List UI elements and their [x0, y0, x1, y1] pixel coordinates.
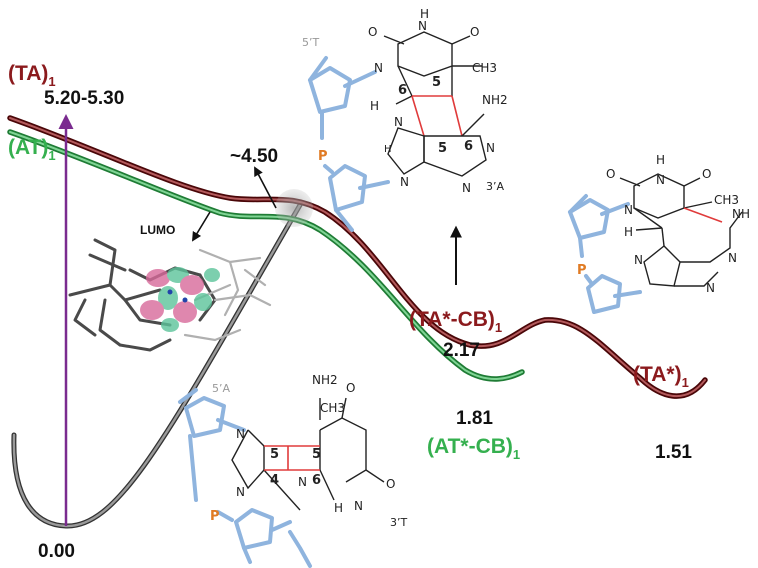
top-phosphate-atom: P: [318, 149, 328, 164]
svg-text:CH3: CH3: [714, 193, 739, 207]
svg-text:5: 5: [438, 141, 447, 156]
svg-text:O: O: [346, 381, 355, 395]
svg-text:P: P: [577, 263, 587, 278]
svg-text:O: O: [702, 167, 711, 181]
svg-text:P: P: [210, 509, 220, 524]
ta-cb-structure: 5’T P 3’A N H O O N CH3 H: [302, 7, 508, 232]
svg-text:N: N: [462, 181, 471, 195]
lumo-label: LUMO: [140, 223, 175, 237]
ci-energy-label: ~4.50: [230, 146, 278, 167]
svg-text:N: N: [374, 61, 383, 75]
at1-excited-state-curve: [7, 129, 525, 382]
svg-text:(AT)1: (AT)1: [8, 136, 56, 163]
ta-star-state-label: (TA*)1: [633, 363, 689, 390]
svg-text:H: H: [624, 225, 633, 239]
gs-energy-label: 0.00: [38, 541, 75, 562]
ta-cb-state-label: (TA*-CB)1: [409, 308, 502, 335]
svg-text:H: H: [334, 501, 343, 515]
svg-text:N: N: [656, 173, 665, 187]
svg-text:N: N: [400, 175, 409, 189]
top-strand-5t-label: 5’T: [302, 36, 319, 49]
top-strand-3a-label: 3’A: [486, 180, 504, 193]
svg-text:N: N: [354, 499, 363, 513]
ta-star-structure: P H O O N N CH3 NH H N N N: [568, 153, 750, 314]
svg-text:6: 6: [464, 139, 473, 154]
svg-text:NH2: NH2: [312, 373, 338, 387]
svg-text:O: O: [368, 25, 377, 39]
ta-star-energy-label: 1.51: [655, 442, 692, 463]
svg-text:N: N: [418, 19, 427, 33]
svg-text:N: N: [706, 281, 715, 295]
svg-text:N: N: [236, 427, 245, 441]
svg-text:H: H: [656, 153, 665, 167]
at-cb-structure: 5’A P 3’T NH2 CH3 O N N O N N H 5: [178, 373, 407, 568]
at-cb-state-label: (AT*-CB)1: [427, 435, 520, 462]
ta1-state-label: (TA)1: [8, 62, 56, 89]
svg-text:6: 6: [398, 83, 407, 98]
svg-text:4: 4: [270, 473, 279, 488]
lumo-pointer-arrow: [192, 211, 211, 242]
svg-text:5’A: 5’A: [212, 382, 230, 395]
svg-text:N: N: [486, 141, 495, 155]
lumo-molecule-image: [68, 238, 272, 352]
svg-text:H: H: [370, 99, 379, 113]
ci-pointer-arrow: [254, 166, 277, 209]
svg-text:NH2: NH2: [482, 93, 508, 107]
svg-text:N: N: [634, 253, 643, 267]
svg-text:N: N: [236, 485, 245, 499]
ta-cb-energy-label: 2.17: [443, 340, 480, 361]
conical-intersection-marker: [275, 189, 313, 227]
svg-text:(TA)1: (TA)1: [8, 62, 56, 89]
svg-text:CH3: CH3: [320, 401, 345, 415]
svg-text:6: 6: [312, 473, 321, 488]
svg-text:5: 5: [312, 447, 321, 462]
svg-text:CH3: CH3: [472, 61, 497, 75]
svg-text:3’T: 3’T: [390, 516, 407, 529]
svg-text:H: H: [420, 7, 429, 21]
svg-text:5: 5: [270, 447, 279, 462]
at1-state-label: (AT)1: [8, 136, 56, 163]
fc-energy-label: 5.20-5.30: [44, 88, 124, 109]
svg-text:N: N: [298, 475, 307, 489]
svg-text:5: 5: [432, 75, 441, 90]
svg-text:O: O: [470, 25, 479, 39]
svg-text:(TA*-CB)1: (TA*-CB)1: [409, 308, 502, 335]
svg-text:N: N: [728, 251, 737, 265]
svg-text:N: N: [394, 115, 403, 129]
svg-text:(AT*-CB)1: (AT*-CB)1: [427, 435, 520, 462]
svg-text:O: O: [386, 477, 395, 491]
ground-state-curve: [11, 202, 303, 529]
svg-text:(TA*)1: (TA*)1: [633, 363, 689, 390]
svg-text:N: N: [624, 203, 633, 217]
ta1-excited-state-curve: [7, 115, 708, 399]
at-cb-energy-label: 1.81: [456, 408, 493, 429]
svg-text:NH: NH: [732, 207, 750, 221]
svg-text:O: O: [606, 167, 615, 181]
svg-text:H: H: [384, 144, 392, 155]
